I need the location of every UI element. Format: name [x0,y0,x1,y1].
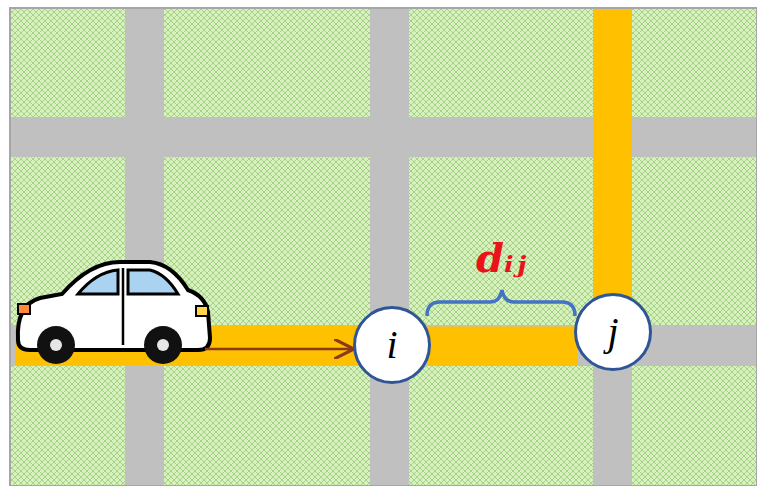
car-direction-arrow [205,348,352,351]
node-label: i [386,325,397,365]
green-blocks [11,8,757,486]
intersection-node: j [574,293,652,371]
grey-roads [11,8,757,486]
node-label: j [607,312,618,352]
intersection-node: i [353,306,431,384]
orange-route [15,8,632,365]
route-segment [427,327,578,366]
distance-bracket [427,290,575,316]
car [18,262,210,364]
frame [10,8,757,486]
distance-label: dᵢⱼ [476,238,526,278]
